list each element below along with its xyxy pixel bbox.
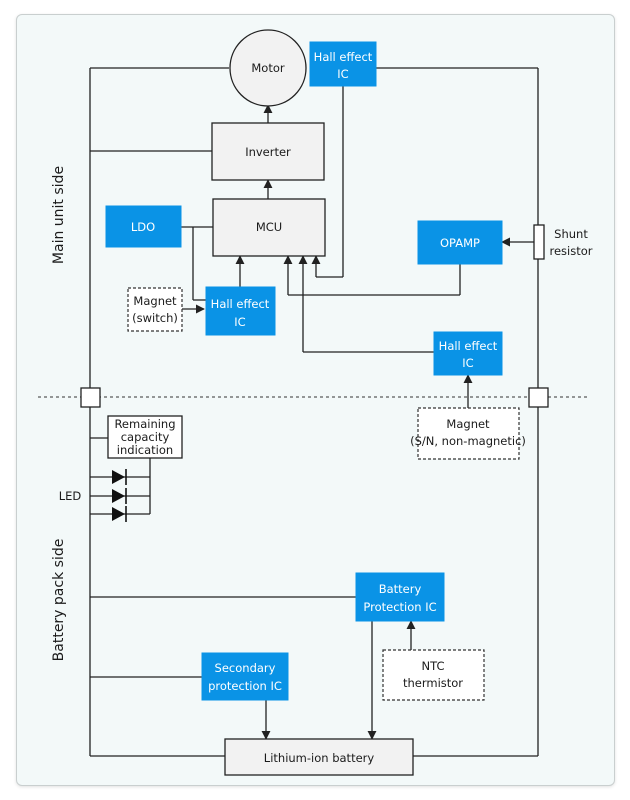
- right-connector: [528, 387, 549, 408]
- shunt-line2: resistor: [549, 244, 592, 258]
- shunt-resistor: Shunt resistor: [533, 224, 593, 260]
- inverter-block: Inverter: [211, 122, 325, 181]
- opamp-block: OPAMP: [417, 220, 503, 265]
- mcu-label: MCU: [256, 220, 282, 234]
- ntc-thermistor: NTC thermistor: [382, 649, 485, 701]
- remaining-capacity-block: Remaining capacity indication: [107, 415, 183, 459]
- hall-right-line1: Hall effect: [439, 339, 498, 353]
- remaining-line2: capacity: [121, 430, 170, 444]
- opamp-label: OPAMP: [440, 236, 480, 250]
- secondary-protection-ic: Secondary protection IC: [201, 652, 289, 701]
- motor-label: Motor: [251, 61, 285, 75]
- magnet-switch-line1: Magnet: [133, 294, 177, 308]
- hall-mid-line1: Hall effect: [211, 297, 270, 311]
- ldo-block: LDO: [105, 205, 182, 248]
- magnet-switch: Magnet (switch): [127, 287, 183, 332]
- hall-effect-ic-right: Hall effect IC: [433, 331, 503, 376]
- led-diode-1-icon: [112, 469, 127, 485]
- magnet-sn-line2: (S/N, non-magnetic): [410, 434, 526, 448]
- secondary-line1: Secondary: [215, 661, 276, 675]
- hall-mid-line2: IC: [234, 315, 245, 329]
- battery-protection-ic: Battery Protection IC: [355, 572, 445, 622]
- main-unit-side-label: Main unit side: [51, 166, 67, 264]
- magnet-sn-line1: Magnet: [446, 417, 490, 431]
- mcu-block: MCU: [212, 198, 326, 257]
- wiring: [38, 67, 588, 757]
- battery-label: Lithium-ion battery: [264, 751, 375, 765]
- magnet-sn: Magnet (S/N, non-magnetic): [410, 407, 526, 460]
- ldo-label: LDO: [131, 220, 155, 234]
- battery-pack-side-label: Battery pack side: [51, 539, 67, 662]
- led-diode-3-icon: [112, 506, 127, 522]
- inverter-label: Inverter: [245, 145, 291, 159]
- left-connector: [80, 387, 101, 408]
- led-array: LED: [59, 469, 127, 522]
- hall-top-line2: IC: [337, 67, 348, 81]
- led-diode-2-icon: [112, 488, 127, 504]
- ntc-line2: thermistor: [403, 676, 463, 690]
- battery-protection-line2: Protection IC: [363, 600, 436, 614]
- hall-effect-ic-top: Hall effect IC: [309, 41, 377, 87]
- magnet-switch-line2: (switch): [132, 311, 178, 325]
- ntc-line1: NTC: [422, 659, 445, 673]
- hall-top-line1: Hall effect: [314, 50, 373, 64]
- battery-protection-line1: Battery: [379, 582, 422, 596]
- secondary-line2: protection IC: [208, 679, 282, 693]
- lithium-ion-battery: Lithium-ion battery: [224, 738, 414, 776]
- motor-block: Motor: [229, 29, 307, 107]
- hall-effect-ic-mid: Hall effect IC: [205, 286, 276, 336]
- led-label: LED: [59, 489, 82, 503]
- remaining-line3: indication: [117, 443, 173, 457]
- shunt-line1: Shunt: [554, 227, 588, 241]
- remaining-line1: Remaining: [114, 417, 175, 431]
- hall-right-line2: IC: [462, 356, 473, 370]
